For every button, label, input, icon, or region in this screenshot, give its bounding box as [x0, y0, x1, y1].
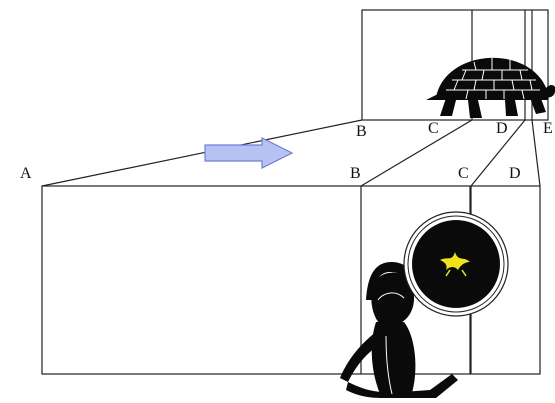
label-upper-c: C — [428, 120, 439, 137]
label-lower-b: B — [350, 165, 361, 182]
label-lower-a: A — [20, 165, 32, 182]
label-upper-b: B — [356, 123, 367, 140]
shield-emblem-icon — [440, 252, 470, 277]
connector-c-d — [470, 119, 526, 187]
label-lower-d: D — [509, 165, 521, 182]
connector-a-b — [41, 119, 363, 187]
lower-box-outline — [41, 185, 541, 375]
upper-box-outline — [361, 9, 549, 121]
shield — [403, 211, 509, 317]
label-upper-e: E — [543, 120, 553, 137]
achilles-warrior-icon — [340, 262, 458, 398]
direction-arrow-icon — [204, 137, 294, 169]
tortoise-icon — [426, 57, 555, 118]
label-lower-c: C — [458, 165, 469, 182]
connector-d-e — [531, 119, 541, 187]
label-upper-d: D — [496, 120, 508, 137]
perspective-lines — [41, 119, 541, 187]
connector-b-c — [360, 119, 473, 187]
